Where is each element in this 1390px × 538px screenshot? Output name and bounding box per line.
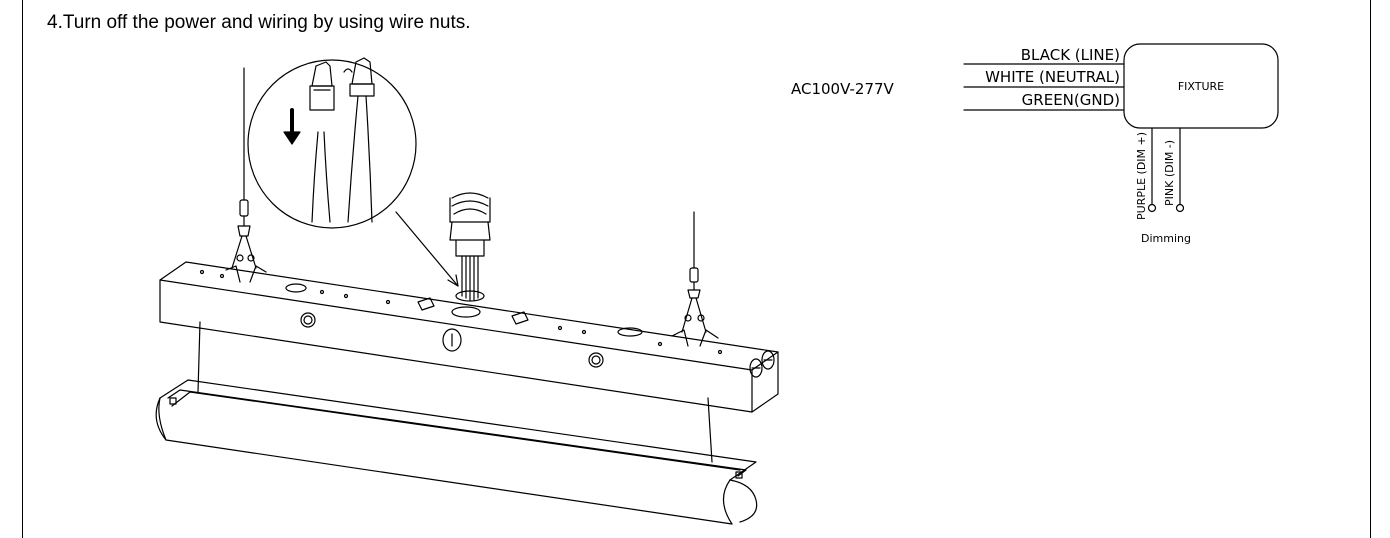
driver-housing xyxy=(159,261,779,413)
conduit-whip xyxy=(449,192,491,302)
dim-plus-terminal xyxy=(1147,203,1157,213)
dim-minus-terminal xyxy=(1175,203,1185,213)
fixture-label: FIXTURE xyxy=(1178,80,1224,93)
page-frame xyxy=(22,0,1371,538)
fixture-illustration xyxy=(155,57,779,525)
fixture-box xyxy=(1123,43,1279,129)
right-suspension-cable xyxy=(671,211,719,347)
dim-plus-label: PURPLE (DIM +) xyxy=(1135,132,1148,220)
wire-nut-detail-callout xyxy=(247,57,459,287)
dimming-label: Dimming xyxy=(1141,232,1191,245)
right-lower-cable xyxy=(707,397,713,463)
voltage-label: AC100V-277V xyxy=(791,80,895,98)
left-suspension-cable xyxy=(225,67,267,283)
left-lower-cable xyxy=(197,321,201,393)
wiring-schematic xyxy=(963,43,1279,213)
dim-minus-label: PINK (DIM -) xyxy=(1163,140,1176,206)
neutral-wire-label: WHITE (NEUTRAL) xyxy=(985,68,1120,86)
ground-wire-label: GREEN(GND) xyxy=(1022,91,1120,109)
instruction-text: 4.Turn off the power and wiring by using… xyxy=(47,12,471,33)
line-wire-label: BLACK (LINE) xyxy=(1021,46,1120,64)
light-bar xyxy=(155,379,758,525)
